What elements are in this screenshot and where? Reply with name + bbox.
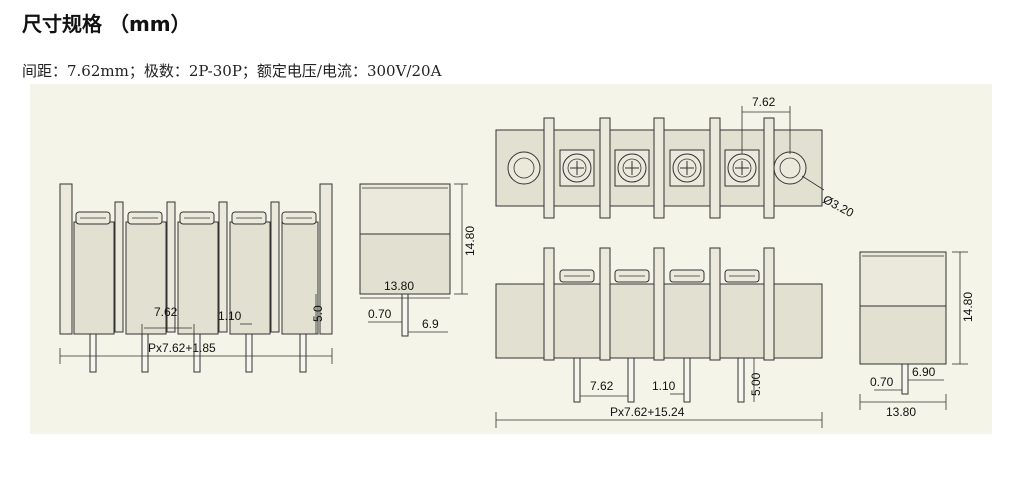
end-view: 14.80 13.80 0.70 6.9 [359, 183, 477, 337]
end2-width: 13.80 [886, 405, 916, 419]
front-pin-width: 1.10 [652, 379, 676, 393]
technical-drawing: 7.62 1.10 5.0 Px7.62+1.85 14.80 13.80 0.… [30, 84, 992, 434]
top-hole: Ø3.20 [821, 192, 857, 220]
side-pitch: 7.62 [154, 305, 178, 319]
page-title: 尺寸规格 （mm） [22, 12, 191, 36]
front-pin-length: 5.00 [749, 372, 763, 396]
end-height: 14.80 [463, 226, 477, 256]
front-view: 7.62 1.10 5.00 Px7.62+15.24 [495, 247, 823, 428]
end-pin-offset: 6.9 [422, 317, 439, 331]
end-offset: 0.70 [368, 307, 392, 321]
end-view-2: 14.80 0.70 6.90 13.80 [859, 251, 975, 419]
end-width: 13.80 [384, 279, 414, 293]
drawing-svg: 7.62 1.10 5.0 Px7.62+1.85 14.80 13.80 0.… [59, 95, 975, 428]
side-length: Px7.62+1.85 [148, 341, 216, 355]
end2-offset: 0.70 [870, 375, 894, 389]
front-pitch: 7.62 [590, 379, 614, 393]
front-length: Px7.62+15.24 [610, 405, 685, 419]
top-view: 7.62 Ø3.20 [495, 95, 857, 220]
top-pitch: 7.62 [752, 95, 776, 109]
end2-pin-offset: 6.90 [912, 365, 936, 379]
spec-line: 间距：7.62mm；极数：2P-30P；额定电压/电流：300V/20A [22, 62, 442, 80]
side-pin-length: 5.0 [311, 305, 325, 322]
end2-height: 14.80 [961, 292, 975, 322]
side-view: 7.62 1.10 5.0 Px7.62+1.85 [59, 183, 333, 373]
side-pin-width: 1.10 [218, 309, 242, 323]
